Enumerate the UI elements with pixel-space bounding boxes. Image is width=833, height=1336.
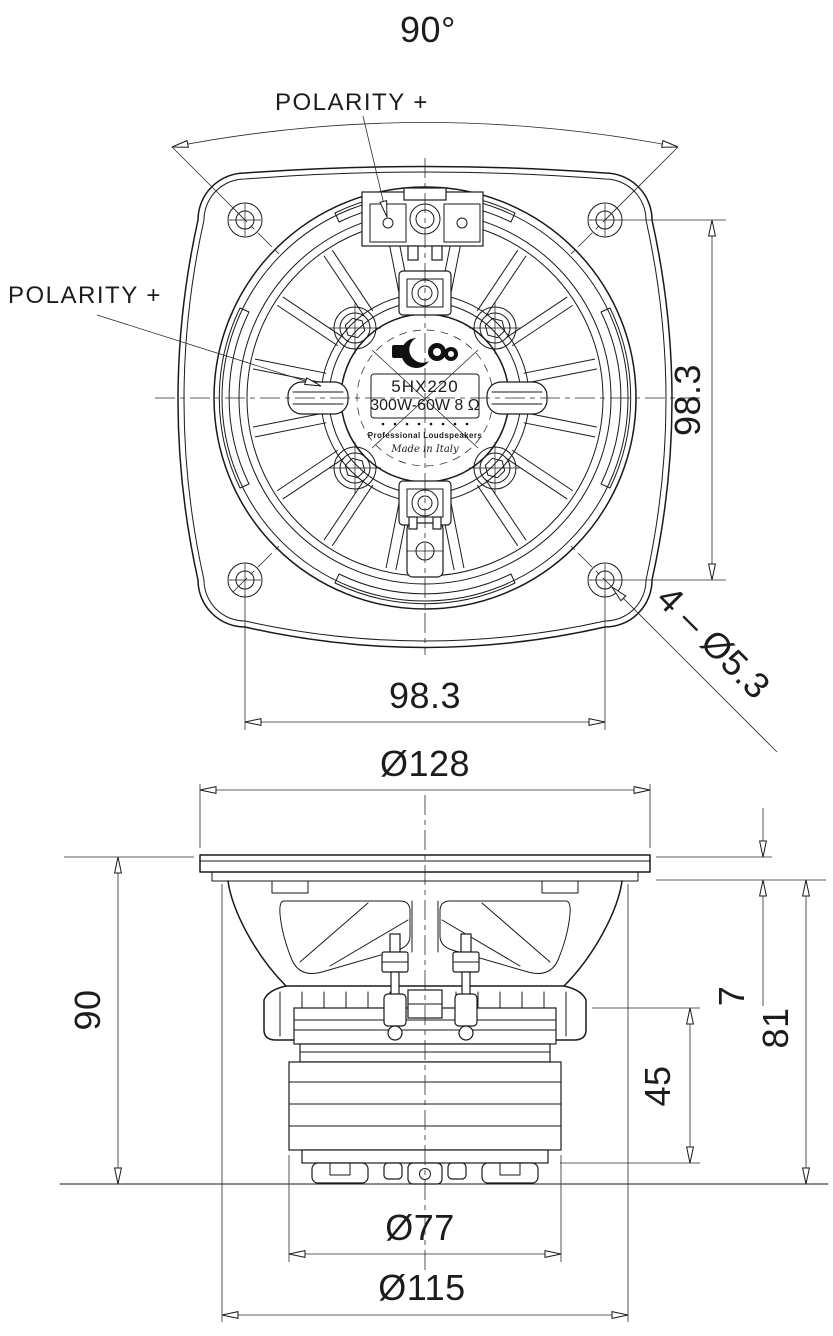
side-view: [59, 795, 829, 1270]
dimension-angle-90deg: 90°: [171, 9, 679, 221]
angle-dimension-text: 90°: [400, 9, 456, 50]
hole-pitch-horizontal-text: 98.3: [389, 675, 461, 716]
label-tagline: Professional Loudspeakers: [368, 431, 483, 440]
terminal-block: [361, 187, 484, 261]
polarity-left-text: POLARITY +: [8, 282, 162, 309]
rear-clearance-diameter-text: Ø115: [378, 1267, 465, 1308]
flange-thickness-text: 7: [711, 986, 752, 1007]
dimension-magnet-height: 45: [560, 1007, 700, 1164]
front-view: 5HX220 300W-60W 8 Ω Professional Loudspe…: [155, 158, 700, 655]
brand-logo-icon: [392, 338, 458, 368]
terminal-positive-hole: [382, 217, 394, 229]
dimension-mounting-holes: 4 – Ø5.3: [611, 577, 779, 753]
polarity-top-text: POLARITY +: [275, 89, 429, 116]
magnet-assembly: [288, 1007, 562, 1185]
dimension-overall-depth: 90: [64, 856, 194, 1185]
magnet-height-text: 45: [637, 1065, 678, 1106]
dimension-magnet-diameter: Ø77: [288, 1155, 562, 1262]
dimension-mounting-depth: 81: [755, 879, 811, 1185]
back-plate-feet: [311, 1162, 539, 1185]
polarity-callout-top: POLARITY +: [275, 89, 429, 218]
flange-diameter-text: Ø128: [380, 743, 470, 784]
mounting-holes-text: 4 – Ø5.3: [649, 577, 778, 706]
dimension-flange-diameter: Ø128: [199, 743, 651, 848]
dimension-hole-pitch-horizontal: 98.3: [244, 594, 606, 730]
dimension-rear-clearance-diameter: Ø115: [221, 884, 629, 1322]
polarity-callout-left: POLARITY +: [8, 282, 322, 387]
label-fine-print-dots: [381, 422, 469, 426]
terminal-negative-hole: [456, 217, 468, 229]
dimension-flange-thickness: 7: [656, 808, 826, 1006]
side-dimensions: Ø128 90 7 81 45: [64, 743, 826, 1322]
hole-pitch-vertical-text: 98.3: [667, 364, 708, 436]
mounting-depth-text: 81: [755, 1007, 796, 1048]
magnet-diameter-text: Ø77: [385, 1207, 455, 1248]
label-model: 5HX220: [391, 377, 458, 396]
overall-depth-text: 90: [67, 989, 108, 1030]
dimension-hole-pitch-vertical: 98.3: [618, 219, 726, 581]
